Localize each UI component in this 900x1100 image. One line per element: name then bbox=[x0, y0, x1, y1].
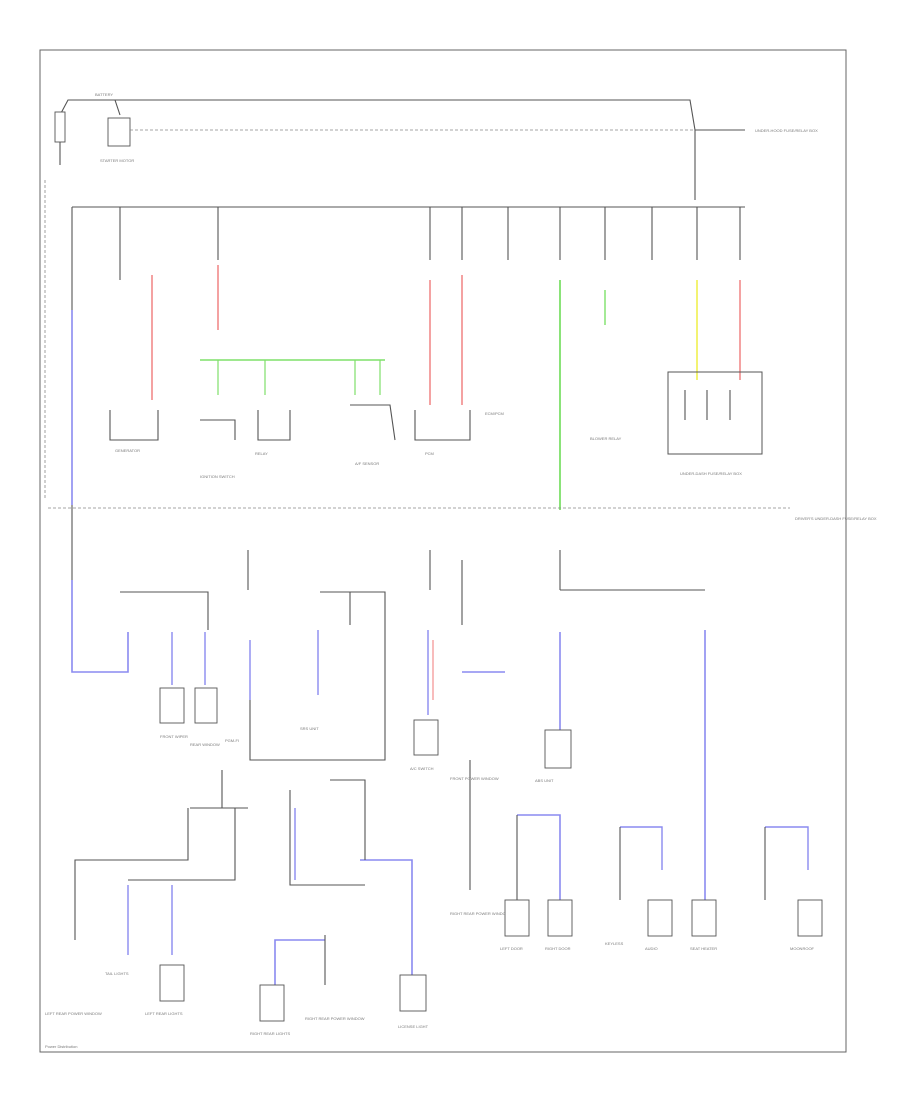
moonroof-comp bbox=[797, 899, 823, 937]
right-rear-pw-label-2: RIGHT REAR POWER WINDOW bbox=[450, 911, 510, 916]
pcm-label: PCM bbox=[425, 451, 434, 456]
abs-unit-label: ABS UNIT bbox=[535, 778, 554, 783]
left-door-comp bbox=[504, 899, 530, 937]
upper-components: GENERATOR IGNITION SWITCH RELAY A/F SENS… bbox=[109, 371, 763, 479]
upper-colored-wires bbox=[71, 265, 741, 510]
right-rear-lights-label: RIGHT REAR LIGHTS bbox=[250, 1031, 290, 1036]
right-rear-comp bbox=[259, 984, 285, 1022]
front-wiper-comp bbox=[159, 687, 185, 724]
audio-label: AUDIO bbox=[645, 946, 658, 951]
seat-heater-comp bbox=[691, 899, 717, 937]
starter-motor bbox=[107, 117, 131, 147]
right-door-label: RIGHT DOOR bbox=[545, 946, 571, 951]
starter-motor-label: STARTER MOTOR bbox=[100, 158, 134, 163]
keyless-label: KEYLESS bbox=[605, 941, 624, 946]
lower-components: FRONT WIPER REAR WINDOW PGM-FI SRS UNIT … bbox=[45, 687, 823, 1036]
lower-structure bbox=[74, 700, 766, 985]
srs-unit-label: SRS UNIT bbox=[300, 726, 319, 731]
under-dash-label: UNDER-DASH FUSE/RELAY BOX bbox=[680, 471, 742, 476]
license-light-comp bbox=[399, 974, 427, 1012]
audio-comp bbox=[647, 899, 673, 937]
rear-window-comp bbox=[194, 687, 218, 724]
driver-dash-label: DRIVER'S UNDER-DASH FUSE/RELAY BOX bbox=[795, 516, 877, 521]
left-rear-pw-label: LEFT REAR POWER WINDOW bbox=[45, 1011, 102, 1016]
underhood-label: UNDER-HOOD FUSE/RELAY BOX bbox=[755, 128, 818, 133]
fuse-drops bbox=[71, 207, 741, 310]
a-f-sensor-label: A/F SENSOR bbox=[355, 461, 379, 466]
ecm-label: ECM/PCM bbox=[485, 411, 504, 416]
a-c-switch-label: A/C SWITCH bbox=[410, 766, 434, 771]
generator-label: GENERATOR bbox=[115, 448, 140, 453]
b-g-relay-label: RELAY bbox=[255, 451, 268, 456]
lower-bus bbox=[71, 505, 705, 700]
seat-heater-label: SEAT HEATER bbox=[690, 946, 717, 951]
moonroof-label: MOONROOF bbox=[790, 946, 815, 951]
footer-label: Power Distribution bbox=[45, 1044, 77, 1049]
right-door-comp bbox=[547, 899, 573, 937]
lower-colored-wires bbox=[71, 580, 809, 985]
abs-unit-comp bbox=[544, 729, 572, 769]
license-light-label: LICENSE LIGHT bbox=[398, 1024, 429, 1029]
rear-window-label: REAR WINDOW bbox=[190, 742, 220, 747]
rear-left-comp bbox=[159, 964, 185, 1002]
under-dash-box bbox=[667, 371, 763, 455]
battery-symbol bbox=[54, 111, 66, 143]
pgm-fi-label: PGM-FI bbox=[225, 738, 239, 743]
blower-relay-label: BLOWER RELAY bbox=[590, 436, 622, 441]
ignition-switch-label: IGNITION SWITCH bbox=[200, 474, 235, 479]
right-rear-pw-label: RIGHT REAR POWER WINDOW bbox=[305, 1016, 365, 1021]
rear-left-lights-label: LEFT REAR LIGHTS bbox=[145, 1011, 183, 1016]
diagram-border bbox=[39, 49, 847, 1053]
a-c-switch-comp bbox=[413, 719, 439, 756]
front-power-window-label: FRONT POWER WINDOW bbox=[450, 776, 499, 781]
front-wiper-label: FRONT WIPER bbox=[160, 734, 188, 739]
battery-label: BATTERY bbox=[95, 92, 113, 97]
left-door-label: LEFT DOOR bbox=[500, 946, 523, 951]
tail-lights-label: TAIL LIGHTS bbox=[105, 971, 129, 976]
battery-section: STARTER MOTOR BATTERY UNDER-HOOD FUSE/RE… bbox=[54, 92, 818, 200]
